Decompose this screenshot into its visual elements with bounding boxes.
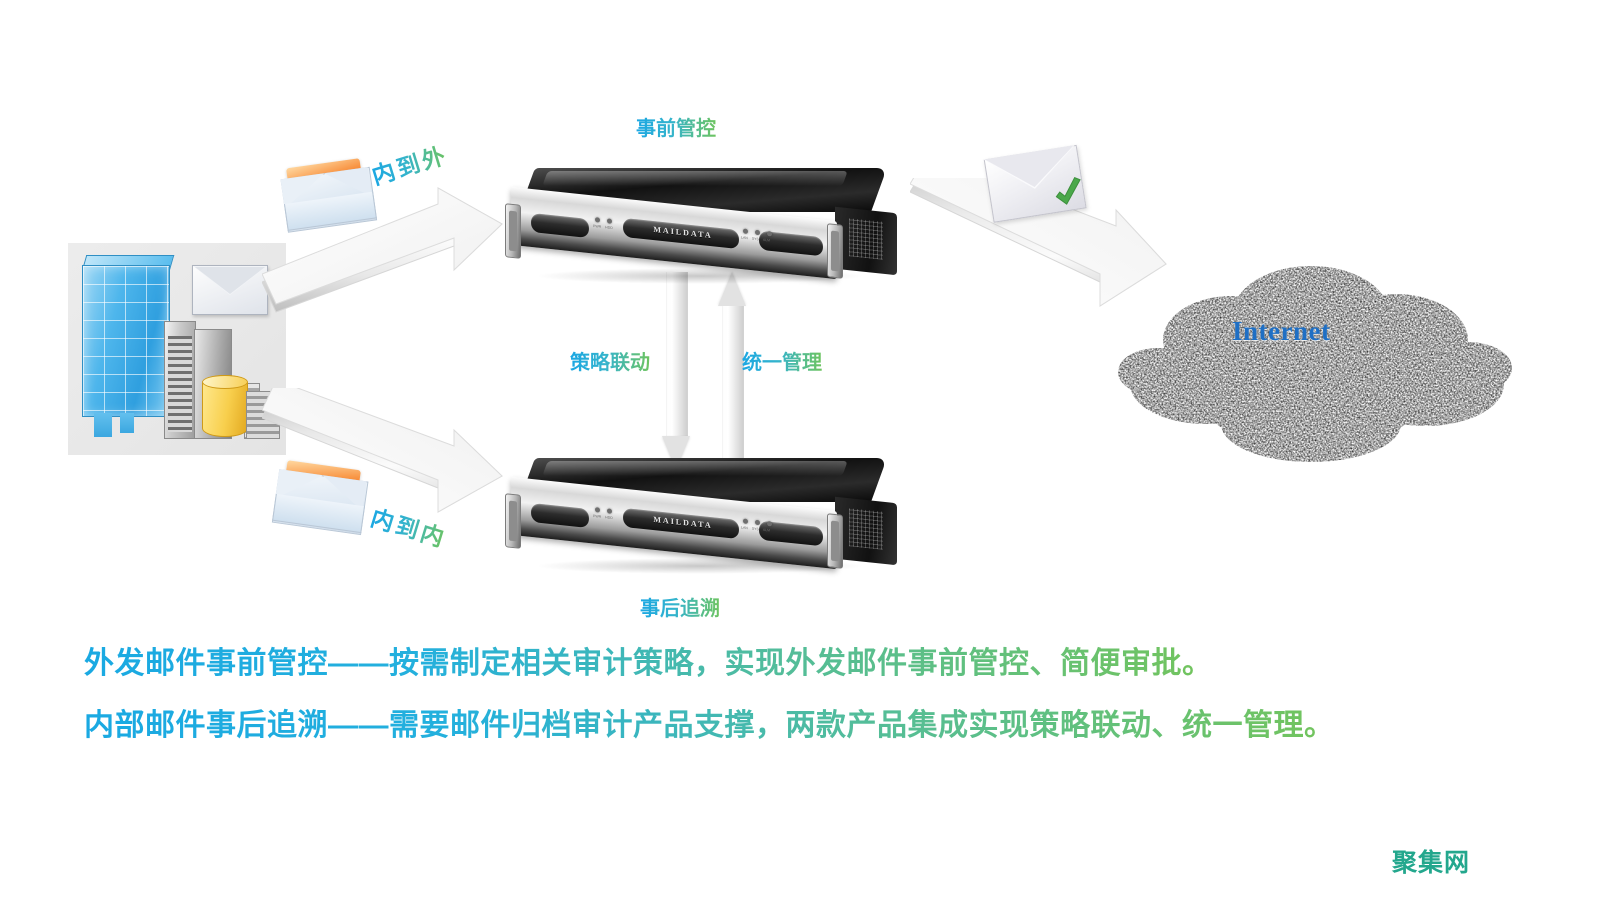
enterprise-network-illustration [68,243,286,455]
rack-ear-right [827,513,843,569]
server-top-gloss [542,461,848,476]
database-cylinder-icon [202,375,248,437]
server-vent-grill [849,508,883,550]
office-building-icon [82,265,170,417]
rack-ear-left [505,203,521,259]
label-pre-control: 事前管控 [636,112,716,141]
caption-line-2: 内部邮件事后追溯——需要邮件归档审计产品支撑，两款产品集成实现策略联动、统一管理… [84,700,1335,744]
outgoing-mail-icon [279,157,378,233]
building-base-right [120,413,134,433]
server-top-gloss [542,171,848,186]
caption-line-1: 外发邮件事前管控——按需制定相关审计策略，实现外发邮件事前管控、简便审批。 [84,638,1213,682]
building-base-left [94,413,112,437]
arrow-inside-to-inside [262,388,503,513]
internal-mail-icon [271,459,369,536]
arrow-inside-to-outside [262,187,503,313]
rack-ear-right [827,223,843,279]
server-vent-grill [849,218,883,260]
rack-ear-left [505,493,521,549]
mail-envelope-icon [192,265,268,315]
green-check-icon [1055,176,1081,205]
arrow-policy-linkage-down [662,272,690,472]
internet-cloud-icon [1118,266,1512,462]
site-watermark: 聚集网 [1392,849,1471,877]
approved-mail-icon [983,144,1087,223]
label-post-trace: 事后追溯 [640,592,720,621]
label-policy-linkage: 策略联动 [570,346,650,375]
server-rack-icon [164,321,196,439]
internet-label: Internet [1232,316,1331,346]
label-unified-management: 统一管理 [742,346,822,375]
arrow-unified-management-up [718,272,746,472]
arrow-server-to-internet [910,178,1167,307]
